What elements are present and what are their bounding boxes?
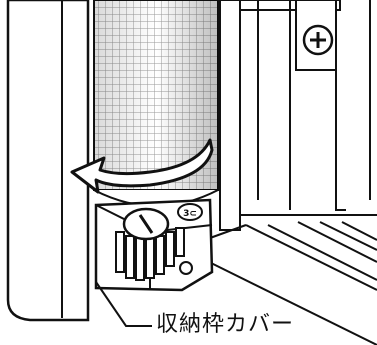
gear-teeth (115, 227, 193, 281)
phillips-screw-icon (302, 24, 334, 56)
svg-text:3⊂: 3⊂ (183, 209, 197, 219)
right-frame-rail (219, 0, 371, 231)
lock-symbol-icon: 3⊂ (177, 203, 203, 221)
slotted-knob-icon (122, 207, 170, 241)
screen-mesh-roll (93, 0, 219, 207)
callout-label: 収納枠カバー (156, 312, 295, 337)
callout-leader-line (95, 281, 152, 327)
left-frame-post (6, 0, 90, 322)
rotation-arrow-icon (70, 138, 214, 194)
floor-rails (204, 214, 377, 345)
